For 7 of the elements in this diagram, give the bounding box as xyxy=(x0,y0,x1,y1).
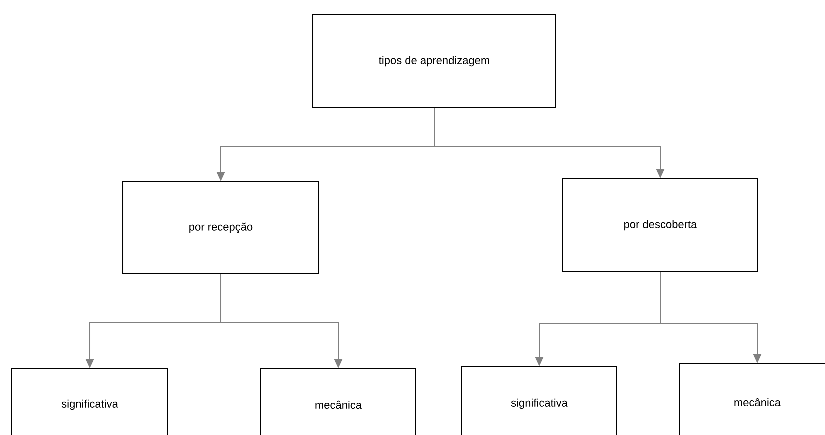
concept-box: mecânica xyxy=(680,363,825,435)
concept-box: por recepção xyxy=(122,182,320,274)
concept-box: significativa xyxy=(462,366,618,435)
concept-box: tipos de aprendizagem xyxy=(312,14,556,108)
concept-box: por descoberta xyxy=(562,178,758,272)
concept-box: mecânica xyxy=(260,368,416,435)
concept-box: significativa xyxy=(12,368,168,435)
